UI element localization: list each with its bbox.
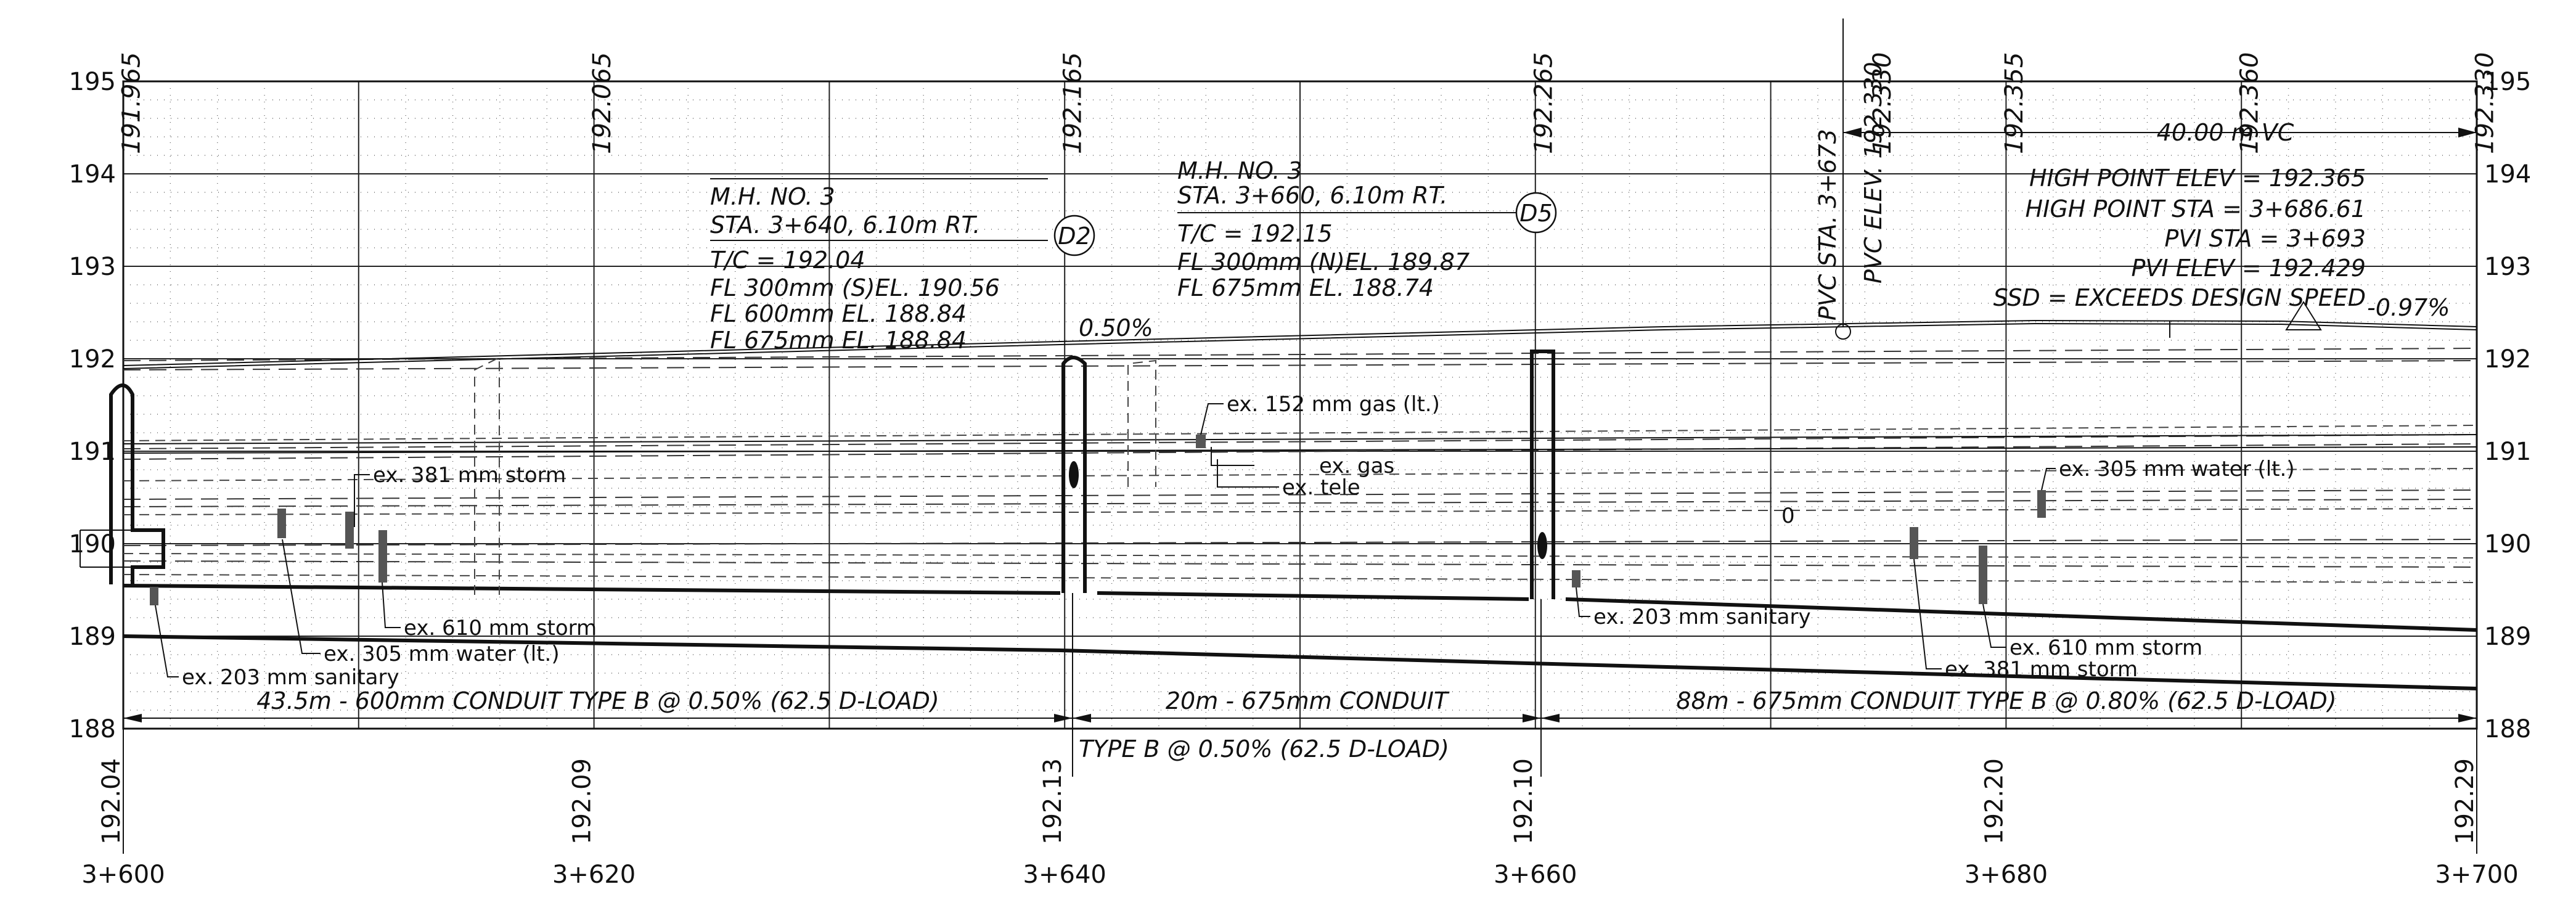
mh1-line-3: T/C = 192.04: [710, 247, 865, 274]
bottom-ground-elevations: 192.04 192.09 192.13 192.10 192.20 192.29: [97, 758, 2479, 845]
mh2-line-2: STA. 3+660, 6.10m RT.: [1177, 182, 1447, 209]
top-grade-elevation: 192.065: [588, 52, 616, 154]
bottom-ground-elevation: 192.10: [1510, 758, 1538, 845]
profile-frame: [122, 80, 2478, 730]
station-label: 3+660: [1494, 861, 1577, 889]
util-203-sanitary-2: ex. 203 mm sanitary: [1593, 605, 1811, 629]
vertical-curve-notes: HIGH POINT ELEV = 192.365 HIGH POINT STA…: [1993, 165, 2366, 311]
right-elevation-labels: 195 194 193 192 191 190 189 188: [2484, 68, 2531, 743]
elev-label-left: 192: [69, 345, 116, 374]
bottom-ground-elevation: 192.20: [1980, 758, 2008, 845]
high-point-sta: HIGH POINT STA = 3+686.61: [2026, 195, 2366, 223]
pvc-marker: [1835, 18, 2477, 340]
top-grade-elevations: 191.965 192.065 192.165 192.265 192.330 192.3…: [118, 52, 2500, 154]
conduit-label-group: 43.5m - 600mm CONDUIT TYPE B @ 0.50% (62…: [256, 687, 2336, 763]
tag-d5: D5: [1519, 200, 1552, 227]
small-mark-zero: 0: [1781, 504, 1795, 528]
elev-label-left: 194: [69, 160, 116, 189]
mh1-line-5: FL 600mm EL. 188.84: [710, 300, 967, 327]
elev-label-right: 195: [2484, 68, 2531, 96]
mh1-line-6: FL 675mm EL. 188.84: [710, 327, 967, 354]
mh1-line-1: M.H. NO. 3: [710, 183, 835, 210]
elev-label-right: 192: [2484, 345, 2531, 374]
top-grade-elevation: 192.360: [2236, 52, 2264, 154]
pvi-sta: PVI STA = 3+693: [2164, 225, 2366, 252]
util-152-gas: ex. 152 mm gas (lt.): [1227, 392, 1440, 417]
station-label: 3+640: [1023, 861, 1106, 889]
station-label: 3+680: [1965, 861, 2048, 889]
elev-label-right: 191: [2484, 438, 2531, 466]
mh2-line-4: FL 300mm (N)EL. 189.87: [1177, 248, 1470, 276]
grade-left: 0.50%: [1079, 314, 1153, 342]
util-305-water-2: ex. 305 mm water (lt.): [2059, 457, 2295, 481]
grade-right: -0.97%: [2367, 294, 2450, 321]
conduit-2-label-cont: TYPE B @ 0.50% (62.5 D-LOAD): [1079, 735, 1449, 763]
elev-label-right: 189: [2484, 623, 2531, 651]
util-tele: ex. tele: [1282, 475, 1360, 500]
top-grade-elevation: 191.965: [118, 52, 146, 154]
mh1-line-4: FL 300mm (S)EL. 190.56: [710, 274, 1000, 301]
vc-length-label: 40.00 m VC: [2157, 119, 2294, 146]
utility-crossings: [150, 435, 2046, 605]
util-610-storm-1: ex. 610 mm storm: [404, 616, 597, 640]
station-label: 3+600: [81, 861, 165, 889]
bottom-ground-elevation: 192.04: [97, 758, 126, 845]
elev-label-right: 190: [2484, 530, 2531, 558]
top-grade-elevation: 192.265: [1529, 52, 1558, 154]
existing-utility-lines: [123, 348, 2477, 583]
mh2-line-1: M.H. NO. 3: [1177, 157, 1302, 184]
station-labels: 3+600 3+620 3+640 3+660 3+680 3+700: [81, 861, 2518, 889]
mh2-line-3: T/C = 192.15: [1177, 220, 1333, 247]
conduit-dimensions: [123, 593, 2477, 777]
manhole-d2-structure: [1061, 356, 1087, 593]
elev-label-left: 189: [69, 623, 116, 651]
conduit-2-label: 20m - 675mm CONDUIT: [1166, 687, 1450, 714]
bottom-ground-elevation: 192.29: [2451, 758, 2479, 845]
top-grade-elevation: 192.330: [1868, 52, 1897, 154]
util-381-storm-1: ex. 381 mm storm: [373, 463, 566, 488]
mh2-line-5: FL 675mm EL. 188.74: [1177, 274, 1434, 301]
top-grade-elevation: 192.355: [2000, 52, 2029, 154]
manhole-2-note: M.H. NO. 3 STA. 3+660, 6.10m RT. T/C = 1…: [1177, 157, 1557, 301]
catchbasin-ghosts: [474, 356, 1156, 595]
ssd-note: SSD = EXCEEDS DESIGN SPEED: [1993, 284, 2366, 311]
manhole-1-note: M.H. NO. 3 STA. 3+640, 6.10m RT. T/C = 1…: [710, 178, 1095, 354]
manhole-d5-structure: [1530, 350, 1555, 599]
elev-label-right: 193: [2484, 253, 2531, 281]
bottom-ground-elevation: 192.09: [568, 758, 597, 845]
elev-label-left: 191: [69, 438, 116, 466]
elev-label-right: 188: [2484, 715, 2531, 743]
manhole-left-end: [80, 383, 165, 584]
storm-pipe-profile: [123, 584, 2477, 690]
elev-label-right: 194: [2484, 160, 2531, 189]
top-grade-elevation: 192.330: [2471, 52, 2500, 154]
util-305-water-1: ex. 305 mm water (lt.): [324, 642, 560, 666]
util-203-sanitary-1: ex. 203 mm sanitary: [182, 665, 399, 690]
conduit-1-label: 43.5m - 600mm CONDUIT TYPE B @ 0.50% (62…: [256, 687, 939, 714]
bottom-ground-elevation: 192.13: [1039, 758, 1067, 845]
util-gas: ex. gas: [1319, 454, 1394, 478]
tag-d2: D2: [1058, 223, 1090, 250]
pvi-elev: PVI ELEV = 192.429: [2131, 255, 2366, 282]
elev-label-left: 193: [69, 253, 116, 281]
utility-label-group: ex. 381 mm storm ex. 305 mm water (lt.) …: [182, 392, 2295, 690]
tag-d5-circle: [1515, 192, 1557, 234]
conduit-3-label: 88m - 675mm CONDUIT TYPE B @ 0.80% (62.5…: [1676, 687, 2336, 714]
left-elevation-labels: 195 194 193 192 191 190 189 188: [69, 68, 116, 743]
elev-label-left: 188: [69, 715, 116, 743]
pvc-sta-label: PVC STA. 3+673: [1814, 129, 1841, 321]
elev-label-left: 190: [69, 530, 116, 558]
util-610-storm-2: ex. 610 mm storm: [2010, 636, 2202, 660]
elev-label-left: 195: [69, 68, 116, 96]
station-label: 3+620: [552, 861, 636, 889]
util-381-storm-2: ex. 381 mm storm: [1945, 657, 2138, 682]
station-label: 3+700: [2435, 861, 2518, 889]
mh1-line-2: STA. 3+640, 6.10m RT.: [710, 211, 980, 239]
utility-leaders: [155, 403, 2056, 677]
high-point-elev: HIGH POINT ELEV = 192.365: [2029, 165, 2366, 192]
pvc-elev-label: PVC ELEV. 192.330: [1860, 62, 1887, 284]
top-grade-elevation: 192.165: [1059, 52, 1087, 154]
tag-d2-circle: [1053, 215, 1095, 256]
